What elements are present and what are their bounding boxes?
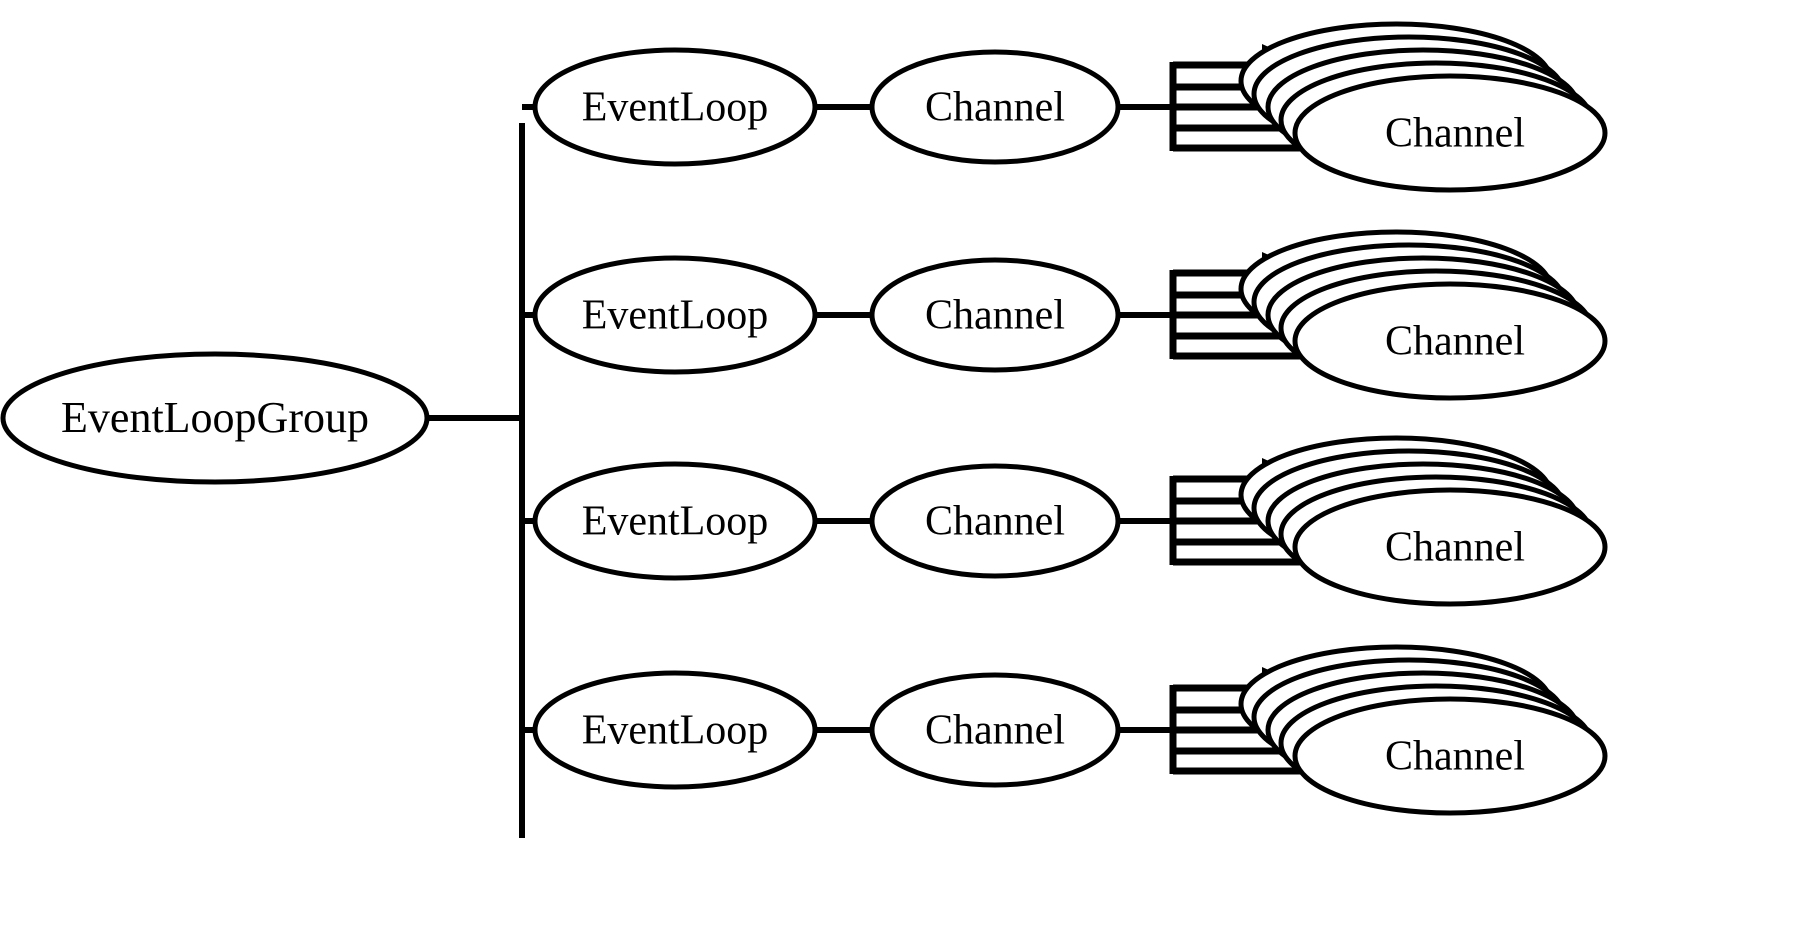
channel-stack-2[interactable]: Channel	[1238, 229, 1608, 401]
channel-ellipse-2	[869, 257, 1121, 373]
eventloop-label-1: EventLoop	[582, 85, 769, 131]
channel-label-4: Channel	[925, 708, 1065, 754]
eventloop-label-4: EventLoop	[582, 708, 769, 754]
row-4: Channel EventLoop Channel	[532, 644, 1608, 816]
node-eventloop-2[interactable]: EventLoop	[532, 255, 818, 375]
stack-ellipse-2-1	[1292, 281, 1608, 401]
channel-stack-label-1: Channel	[1385, 111, 1525, 157]
eventloop-ellipse-1	[532, 47, 818, 167]
root-branch-trunk	[427, 123, 525, 838]
row-2: Channel EventLoop Channel	[532, 229, 1608, 401]
channel-label-1: Channel	[925, 85, 1065, 131]
node-eventloopgroup[interactable]: EventLoopGroup	[0, 351, 430, 485]
eventloopgroup-label: EventLoopGroup	[61, 393, 369, 442]
eventloop-label-2: EventLoop	[582, 293, 769, 339]
channel-stack-4[interactable]: Channel	[1238, 644, 1608, 816]
channel-stack-label-2: Channel	[1385, 319, 1525, 365]
stack-ellipse-4-1	[1292, 696, 1608, 816]
channel-label-2: Channel	[925, 293, 1065, 339]
node-eventloop-1[interactable]: EventLoop	[532, 47, 818, 167]
node-channel-4[interactable]: Channel	[869, 672, 1121, 788]
stack-ellipse-3-1	[1292, 487, 1608, 607]
channel-ellipse-4	[869, 672, 1121, 788]
eventloop-label-3: EventLoop	[582, 499, 769, 545]
channel-stack-label-3: Channel	[1385, 525, 1525, 571]
node-eventloop-3[interactable]: EventLoop	[532, 461, 818, 581]
channel-ellipse-1	[869, 49, 1121, 165]
eventloop-ellipse-2	[532, 255, 818, 375]
stack-ellipse-1-1	[1292, 73, 1608, 193]
eventloop-ellipse-3	[532, 461, 818, 581]
channel-stack-1[interactable]: Channel	[1238, 21, 1608, 193]
row-3: Channel EventLoop Channel	[532, 435, 1608, 607]
channel-stack-3[interactable]: Channel	[1238, 435, 1608, 607]
channel-label-3: Channel	[925, 499, 1065, 545]
node-channel-2[interactable]: Channel	[869, 257, 1121, 373]
eventloop-ellipse-4	[532, 670, 818, 790]
row-1: Channel EventLoop Channel	[532, 21, 1608, 193]
channel-stack-label-4: Channel	[1385, 734, 1525, 780]
channel-ellipse-3	[869, 463, 1121, 579]
node-channel-1[interactable]: Channel	[869, 49, 1121, 165]
node-eventloop-4[interactable]: EventLoop	[532, 670, 818, 790]
node-channel-3[interactable]: Channel	[869, 463, 1121, 579]
